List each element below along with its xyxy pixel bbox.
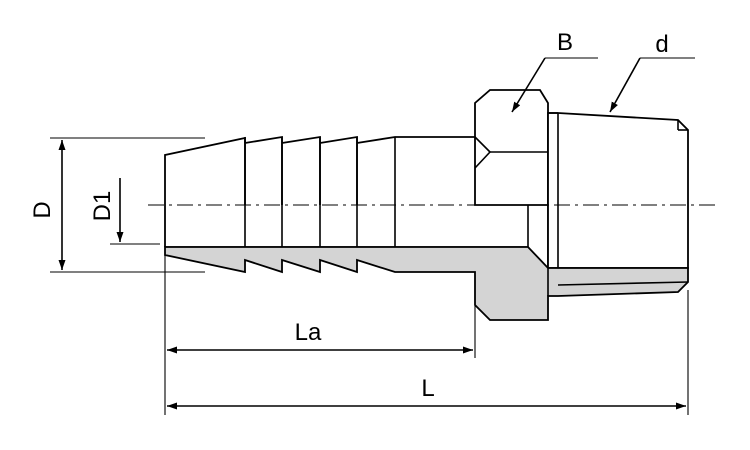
threaded-end: [547, 112, 689, 269]
dimension-d-label: D: [29, 201, 56, 218]
dimension-la-label: La: [295, 319, 322, 346]
dimension-d1-label: D1: [89, 191, 116, 222]
hex-nut: [474, 89, 549, 206]
dimension-l: L: [167, 290, 689, 415]
leader-d-label: d: [655, 31, 668, 58]
dimension-l-label: L: [421, 375, 434, 402]
leader-b-label: B: [557, 29, 573, 56]
dimension-la: La: [164, 255, 476, 415]
fitting-outline: [164, 89, 689, 269]
dimension-d: D: [29, 137, 205, 273]
dimension-d1: D1: [89, 178, 160, 245]
sectioned-wall: [164, 246, 689, 321]
leader-thread-d: d: [609, 31, 695, 113]
leader-b: B: [511, 29, 598, 113]
